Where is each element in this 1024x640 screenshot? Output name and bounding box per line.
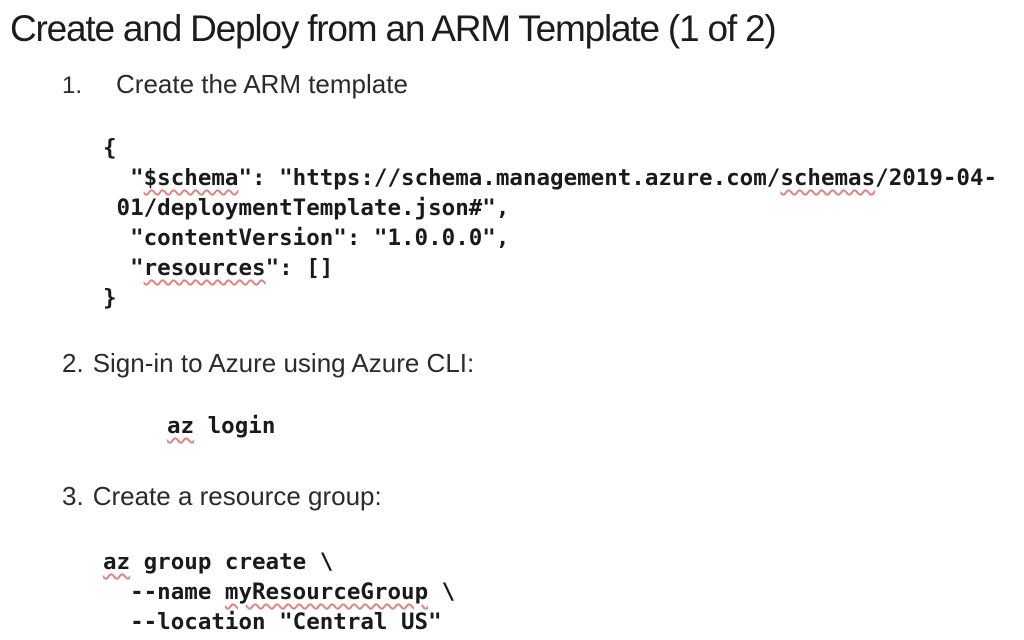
code-text: /2019-04- <box>875 165 998 191</box>
code-line: az group create \ <box>103 547 455 577</box>
code-line: { <box>103 133 997 163</box>
step-2-number: 2. <box>62 348 84 378</box>
code-text: " <box>103 255 144 281</box>
code-text: \ <box>428 579 456 605</box>
step-1: 1. Create the ARM template <box>62 68 408 102</box>
code-text: 01/deploymentTemplate.json#", <box>103 195 510 221</box>
code-line: az login <box>167 411 275 441</box>
az-group-create-code: az group create \ --name myResourceGroup… <box>103 547 455 637</box>
code-text: ": "https://schema.management.azure.com/ <box>238 165 781 191</box>
code-line: } <box>103 283 997 313</box>
code-text: --location "Central US" <box>103 609 442 635</box>
code-line: "$schema": "https://schema.management.az… <box>103 163 997 193</box>
code-text: "contentVersion": "1.0.0.0", <box>103 225 510 251</box>
spellcheck-underlined-token: $schema <box>143 165 239 191</box>
step-3-number: 3. <box>62 481 84 511</box>
spellcheck-underlined-token: az <box>103 549 131 575</box>
spellcheck-underlined-token: schemas <box>780 165 876 191</box>
code-line: "resources": [] <box>103 253 997 283</box>
slide-title: Create and Deploy from an ARM Template (… <box>10 8 777 49</box>
step-1-number: 1. <box>62 72 83 99</box>
step-1-label: Create the ARM template <box>116 69 408 99</box>
step-3-label: Create a resource group: <box>92 481 382 511</box>
code-text: --name <box>103 579 225 605</box>
code-text: { <box>103 135 117 161</box>
step-2: 2. Sign-in to Azure using Azure CLI: <box>62 347 474 379</box>
code-line: 01/deploymentTemplate.json#", <box>103 193 997 223</box>
code-text: } <box>103 285 117 311</box>
az-login-code: az login <box>167 411 275 441</box>
code-line: --location "Central US" <box>103 607 455 637</box>
code-line: --name myResourceGroup \ <box>103 577 455 607</box>
spellcheck-underlined-token: resources <box>143 255 266 281</box>
arm-template-json-code: { "$schema": "https://schema.management.… <box>103 133 997 313</box>
step-3: 3. Create a resource group: <box>62 480 382 512</box>
code-line: "contentVersion": "1.0.0.0", <box>103 223 997 253</box>
spellcheck-underlined-token: myResourceGroup <box>224 579 429 605</box>
code-text: login <box>194 413 276 439</box>
code-text: ": [] <box>265 255 334 281</box>
code-text: group create \ <box>130 549 334 575</box>
step-2-label: Sign-in to Azure using Azure CLI: <box>92 348 475 378</box>
code-text: " <box>103 165 144 191</box>
spellcheck-underlined-token: az <box>167 413 195 439</box>
